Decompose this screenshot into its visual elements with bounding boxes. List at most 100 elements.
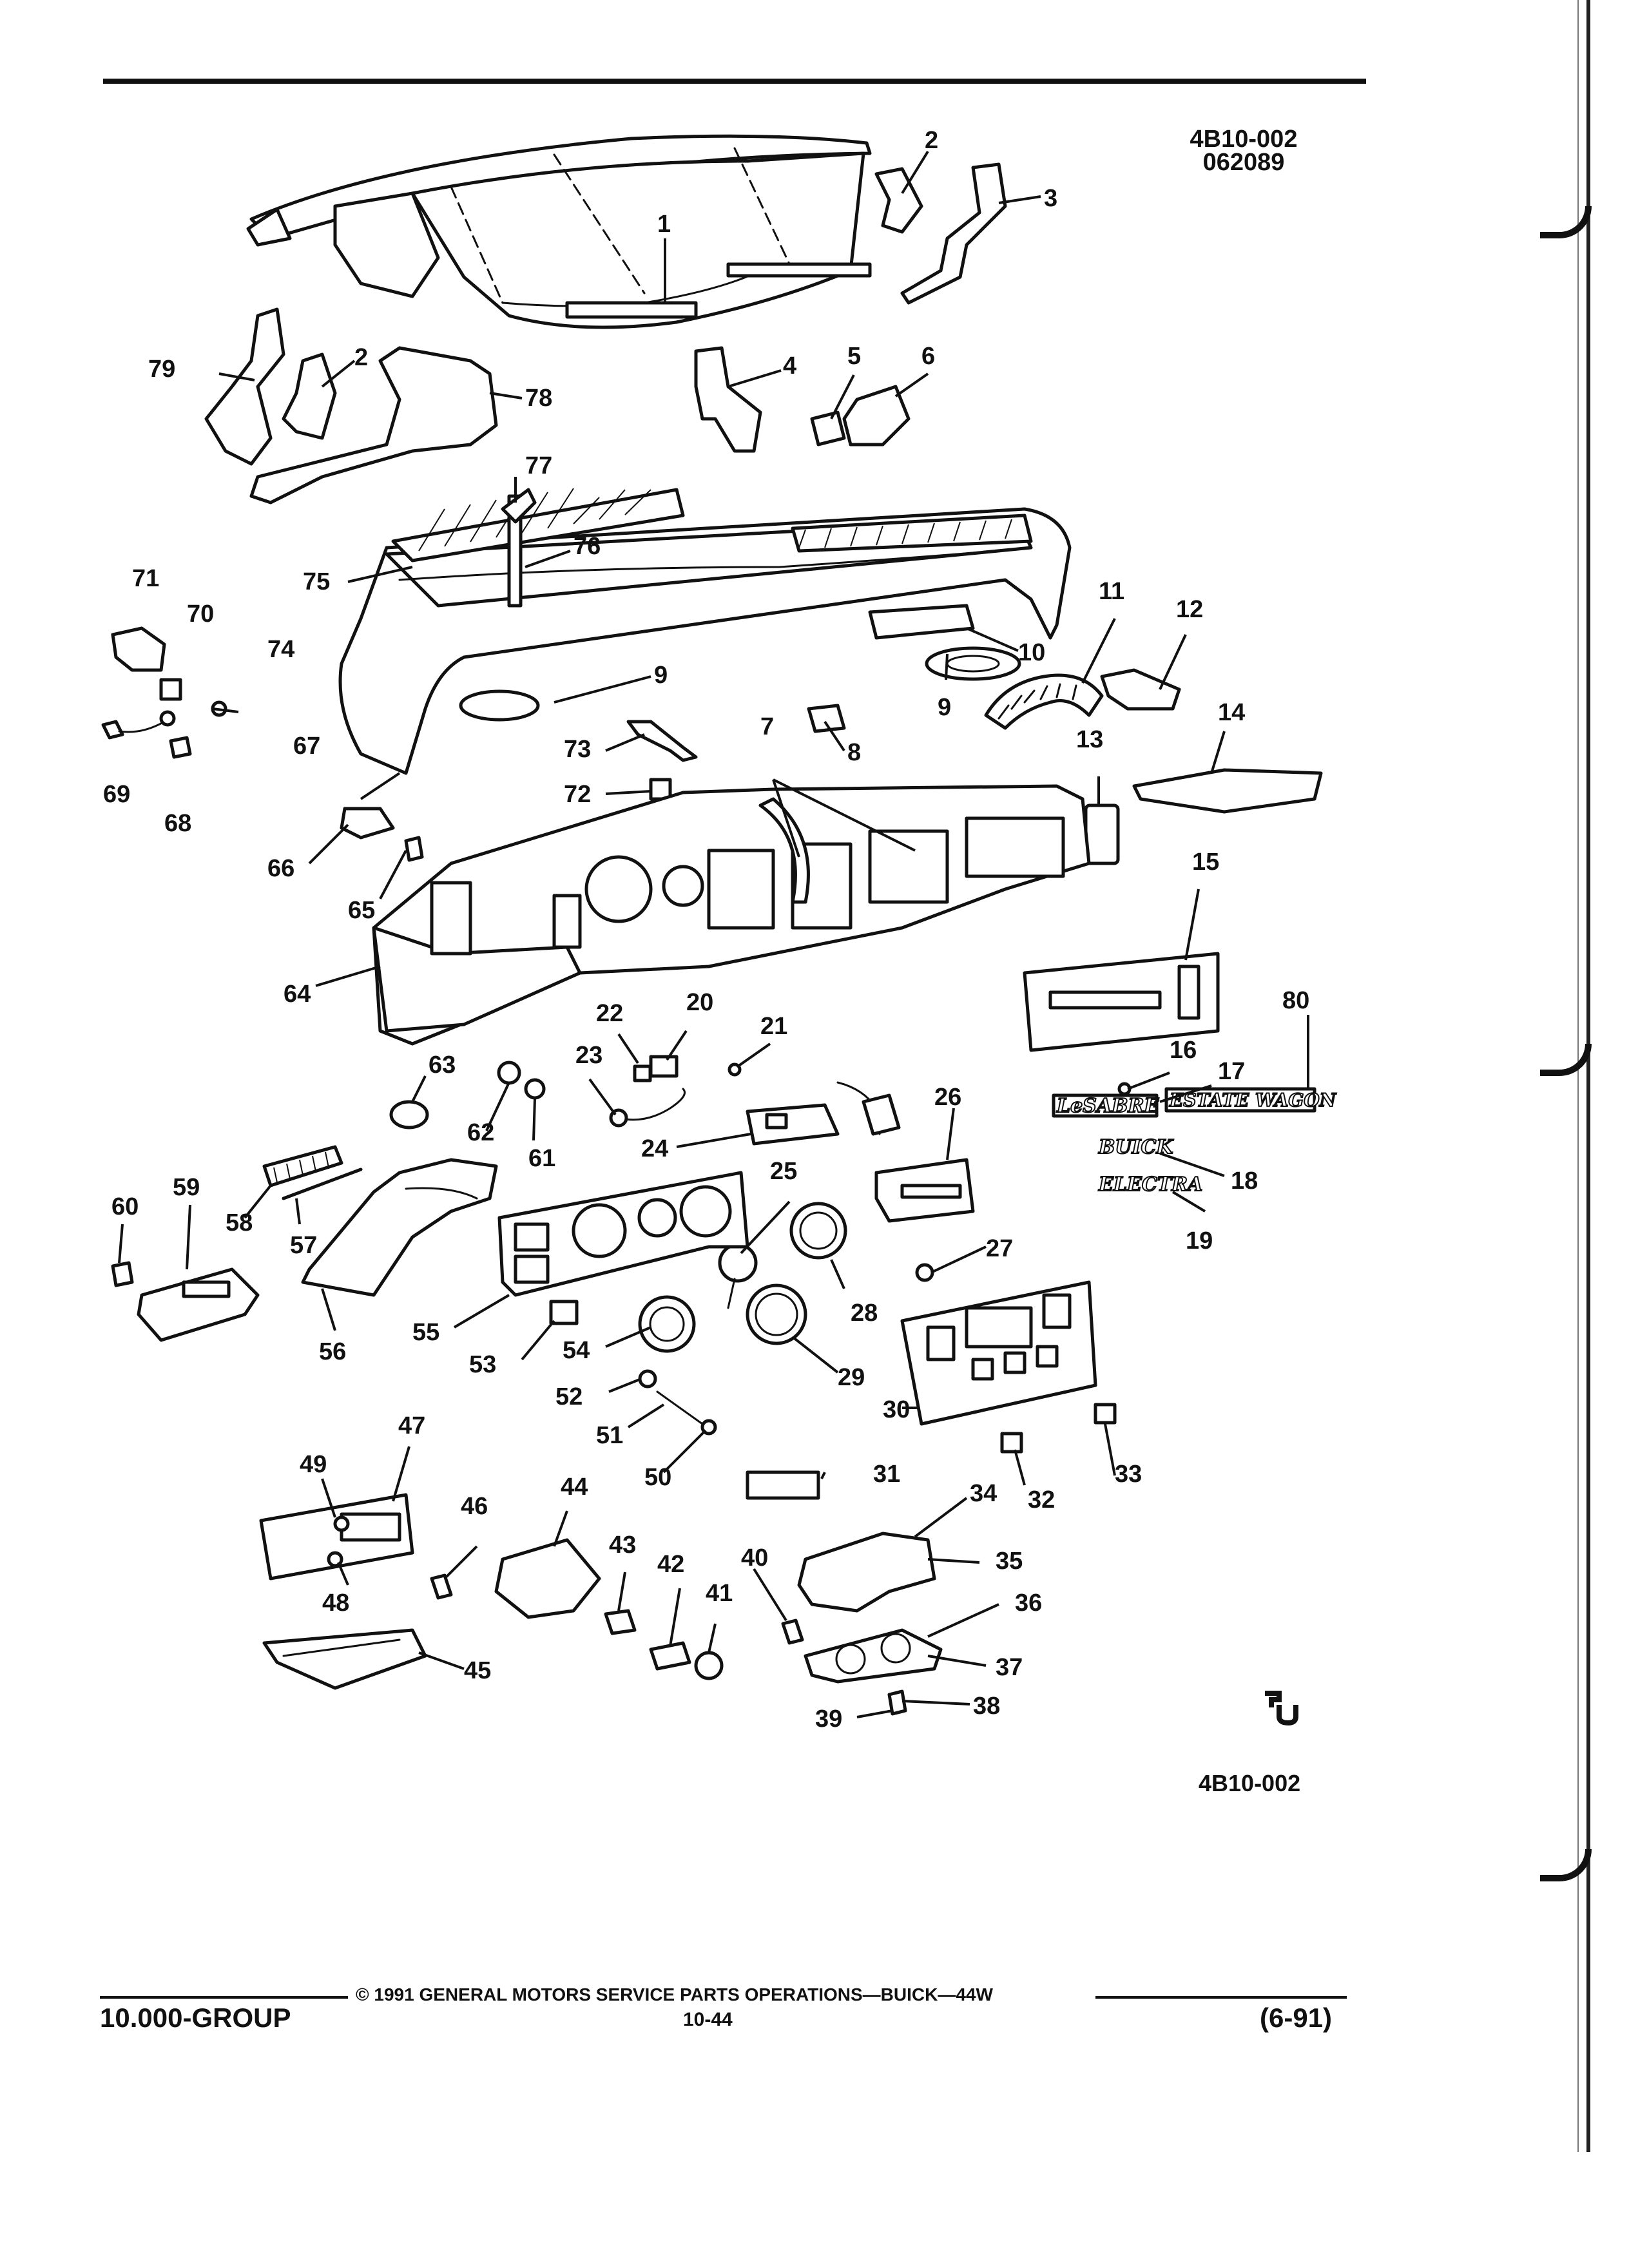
part-2-bracket-right bbox=[874, 167, 923, 234]
callout-37: 37 bbox=[996, 1654, 1023, 1681]
callout-78: 78 bbox=[525, 385, 552, 412]
callout-55: 55 bbox=[412, 1319, 439, 1346]
callout-79: 79 bbox=[148, 356, 175, 383]
part-41-socket bbox=[694, 1651, 724, 1680]
callout-28: 28 bbox=[851, 1300, 878, 1327]
part-70-clip bbox=[159, 678, 182, 701]
part-28-gauge bbox=[789, 1202, 847, 1260]
callout-labels: 1 2 3 4 5 6 2 79 78 77 76 75 74 9 9 10 1… bbox=[103, 127, 1309, 1733]
part-64-instrument-panel-carrier bbox=[372, 784, 1091, 1046]
callout-5: 5 bbox=[847, 343, 861, 370]
callout-26: 26 bbox=[934, 1084, 961, 1111]
page-edge-inner bbox=[1577, 0, 1579, 2152]
callout-74: 74 bbox=[267, 636, 294, 663]
callout-21: 21 bbox=[760, 1013, 787, 1040]
callout-52: 52 bbox=[555, 1383, 583, 1410]
callout-41: 41 bbox=[706, 1580, 733, 1607]
page-edge bbox=[1586, 0, 1590, 2152]
part-78-bracket bbox=[249, 346, 498, 505]
part-5-clip bbox=[810, 410, 846, 447]
callout-36: 36 bbox=[1015, 1590, 1042, 1617]
callout-2: 2 bbox=[925, 127, 938, 154]
callout-56: 56 bbox=[319, 1338, 346, 1365]
gm-spo-logo bbox=[1265, 1691, 1298, 1726]
lesabre-emblem-text: LeSABRE bbox=[1056, 1095, 1159, 1117]
callout-25: 25 bbox=[770, 1158, 797, 1185]
callout-50: 50 bbox=[644, 1464, 671, 1491]
callout-7: 7 bbox=[760, 713, 774, 740]
part-71-switch bbox=[111, 626, 166, 672]
callout-20: 20 bbox=[686, 989, 713, 1016]
callout-72: 72 bbox=[564, 781, 591, 808]
callout-76: 76 bbox=[574, 533, 601, 560]
part-50-51-52-fasteners bbox=[638, 1369, 717, 1436]
part-6-module bbox=[842, 385, 911, 447]
part-79-bracket bbox=[204, 307, 285, 466]
part-69-68-wire bbox=[101, 710, 192, 759]
part-58-roller bbox=[262, 1145, 343, 1187]
footer-copyright: © 1991 GENERAL MOTORS SERVICE PARTS OPER… bbox=[356, 1984, 993, 2004]
part-66-vent bbox=[340, 807, 395, 840]
callout-66: 66 bbox=[267, 855, 294, 882]
part-12-bracket bbox=[1100, 668, 1181, 711]
callout-60: 60 bbox=[111, 1193, 139, 1220]
callout-4: 4 bbox=[783, 352, 796, 380]
callout-53: 53 bbox=[469, 1351, 496, 1378]
callout-42: 42 bbox=[657, 1551, 684, 1578]
callout-9: 9 bbox=[938, 694, 951, 721]
leader-lines bbox=[118, 150, 1309, 1718]
part-3-bracket bbox=[900, 162, 1007, 305]
part-46-bulb bbox=[430, 1573, 453, 1600]
part-27-clip bbox=[915, 1263, 934, 1282]
callout-59: 59 bbox=[173, 1174, 200, 1201]
part-24-connector-harness bbox=[836, 1081, 901, 1136]
drawing-code-line2: 062089 bbox=[1202, 149, 1285, 176]
callout-31: 31 bbox=[873, 1461, 900, 1488]
callout-39: 39 bbox=[815, 1706, 842, 1733]
callout-70: 70 bbox=[187, 601, 214, 628]
part-19-electra-emblem: ELECTRA bbox=[1097, 1173, 1203, 1196]
footer-rule-left bbox=[100, 1996, 348, 1999]
callout-64: 64 bbox=[284, 981, 311, 1008]
callout-33: 33 bbox=[1115, 1461, 1142, 1488]
callout-47: 47 bbox=[398, 1412, 425, 1439]
part-61-62-63-parts bbox=[389, 1061, 546, 1129]
callout-8: 8 bbox=[847, 739, 861, 766]
callout-68: 68 bbox=[164, 810, 191, 837]
callout-80: 80 bbox=[1282, 987, 1309, 1014]
callout-63: 63 bbox=[429, 1052, 456, 1079]
part-9-speaker-grille bbox=[459, 646, 1021, 722]
callout-44: 44 bbox=[561, 1474, 588, 1501]
part-20-switch bbox=[649, 1055, 679, 1078]
callout-22: 22 bbox=[596, 1000, 623, 1027]
callout-51: 51 bbox=[596, 1422, 623, 1449]
callout-40: 40 bbox=[741, 1544, 768, 1571]
callout-12: 12 bbox=[1176, 596, 1203, 623]
part-15-trim-plate bbox=[1023, 952, 1220, 1052]
callout-67: 67 bbox=[293, 733, 320, 760]
callout-14: 14 bbox=[1218, 699, 1245, 726]
part-4-bracket bbox=[694, 346, 762, 453]
part-13-vent bbox=[1084, 803, 1120, 865]
part-38-39-striker bbox=[887, 1689, 907, 1716]
callout-29: 29 bbox=[838, 1364, 865, 1391]
part-33-knob bbox=[1094, 1403, 1117, 1425]
callout-10: 10 bbox=[1018, 639, 1045, 666]
drawing-code-bottom: 4B10-002 bbox=[1199, 1770, 1301, 1796]
part-47-radio bbox=[259, 1493, 414, 1581]
part-65-screw bbox=[404, 836, 424, 862]
part-29-bezel-ring bbox=[746, 1283, 807, 1345]
part-17-lesabre-emblem: LeSABRE bbox=[1052, 1093, 1160, 1118]
callout-6: 6 bbox=[921, 343, 935, 370]
callout-54: 54 bbox=[563, 1337, 590, 1364]
part-57-rod bbox=[282, 1168, 363, 1200]
top-rule bbox=[103, 79, 1366, 84]
callout-65: 65 bbox=[348, 897, 375, 924]
callout-17: 17 bbox=[1218, 1058, 1245, 1085]
part-43-lighter bbox=[604, 1609, 637, 1635]
part-26-hvac-control bbox=[874, 1158, 975, 1223]
callout-1: 1 bbox=[657, 211, 671, 238]
callout-73: 73 bbox=[564, 736, 591, 763]
callout-9: 9 bbox=[654, 662, 668, 689]
electra-emblem-text: ELECTRA bbox=[1098, 1173, 1202, 1196]
